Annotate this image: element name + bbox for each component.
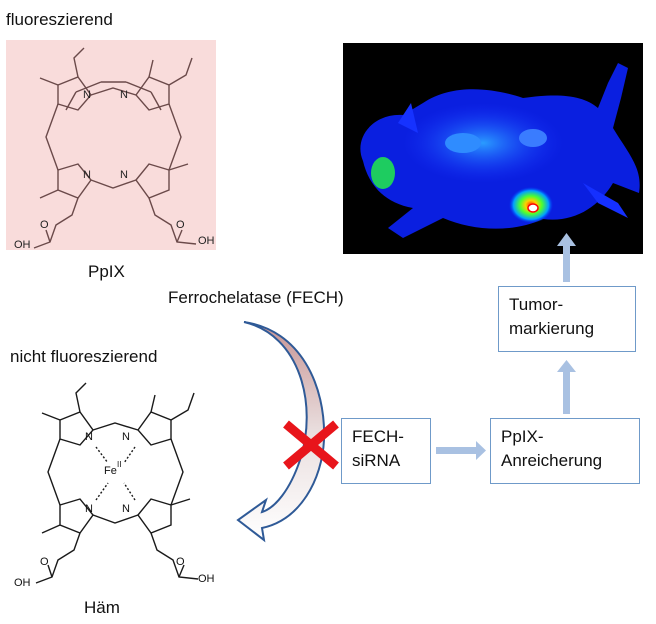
- arrow-sirna-to-accumulation: [436, 441, 486, 460]
- ppix-label: PpIX: [88, 262, 125, 281]
- ppix-oh-1: OH: [14, 239, 31, 251]
- arrow-accumulation-to-marking: [557, 360, 576, 414]
- fech-sirna-line-1: FECH-: [352, 427, 404, 446]
- tumor-marking-box: Tumor- markierung: [498, 286, 636, 352]
- heme-fe-oxidation: II: [117, 460, 121, 469]
- ppix-accumulation-line-2: Anreicherung: [501, 451, 603, 470]
- heme-n-3: N: [85, 503, 93, 515]
- heme-label: Häm: [84, 598, 120, 617]
- heme-n-2: N: [122, 431, 130, 443]
- fech-sirna-line-2: siRNA: [352, 451, 401, 470]
- arrow-marking-to-image: [557, 233, 576, 282]
- enzyme-label: Ferrochelatase (FECH): [168, 288, 344, 307]
- ppix-accumulation-line-1: PpIX-: [501, 427, 544, 446]
- heme-o-1: O: [40, 556, 49, 568]
- fluorescent-label: fluoreszierend: [6, 10, 113, 29]
- ppix-oh-2: OH: [198, 235, 215, 247]
- heme-fe: Fe: [104, 465, 117, 477]
- tumor-marking-line-2: markierung: [509, 319, 595, 338]
- ppix-n-3: N: [83, 169, 91, 181]
- ppix-o-1: O: [40, 219, 49, 231]
- ppix-n-2: N: [120, 89, 128, 101]
- blocked-cross: [283, 420, 339, 470]
- heme-n-1: N: [85, 431, 93, 443]
- tumor-marking-line-1: Tumor-: [509, 295, 564, 314]
- fluorescence-image: [343, 43, 643, 254]
- fech-sirna-box: FECH- siRNA: [341, 418, 431, 484]
- non-fluorescent-label: nicht fluoreszierend: [10, 347, 158, 366]
- ppix-n-1: N: [83, 89, 91, 101]
- conversion-arrow: [236, 321, 326, 543]
- heme-o-2: O: [176, 556, 185, 568]
- ppix-accumulation-box: PpIX- Anreicherung: [490, 418, 640, 484]
- heme-oh-1: OH: [14, 577, 31, 589]
- mouse-fluorescence: [360, 63, 640, 238]
- heme-oh-2: OH: [198, 573, 215, 585]
- heme-n-4: N: [122, 503, 130, 515]
- ppix-n-4: N: [120, 169, 128, 181]
- ppix-o-2: O: [176, 219, 185, 231]
- ppix-structure-panel: [6, 40, 216, 250]
